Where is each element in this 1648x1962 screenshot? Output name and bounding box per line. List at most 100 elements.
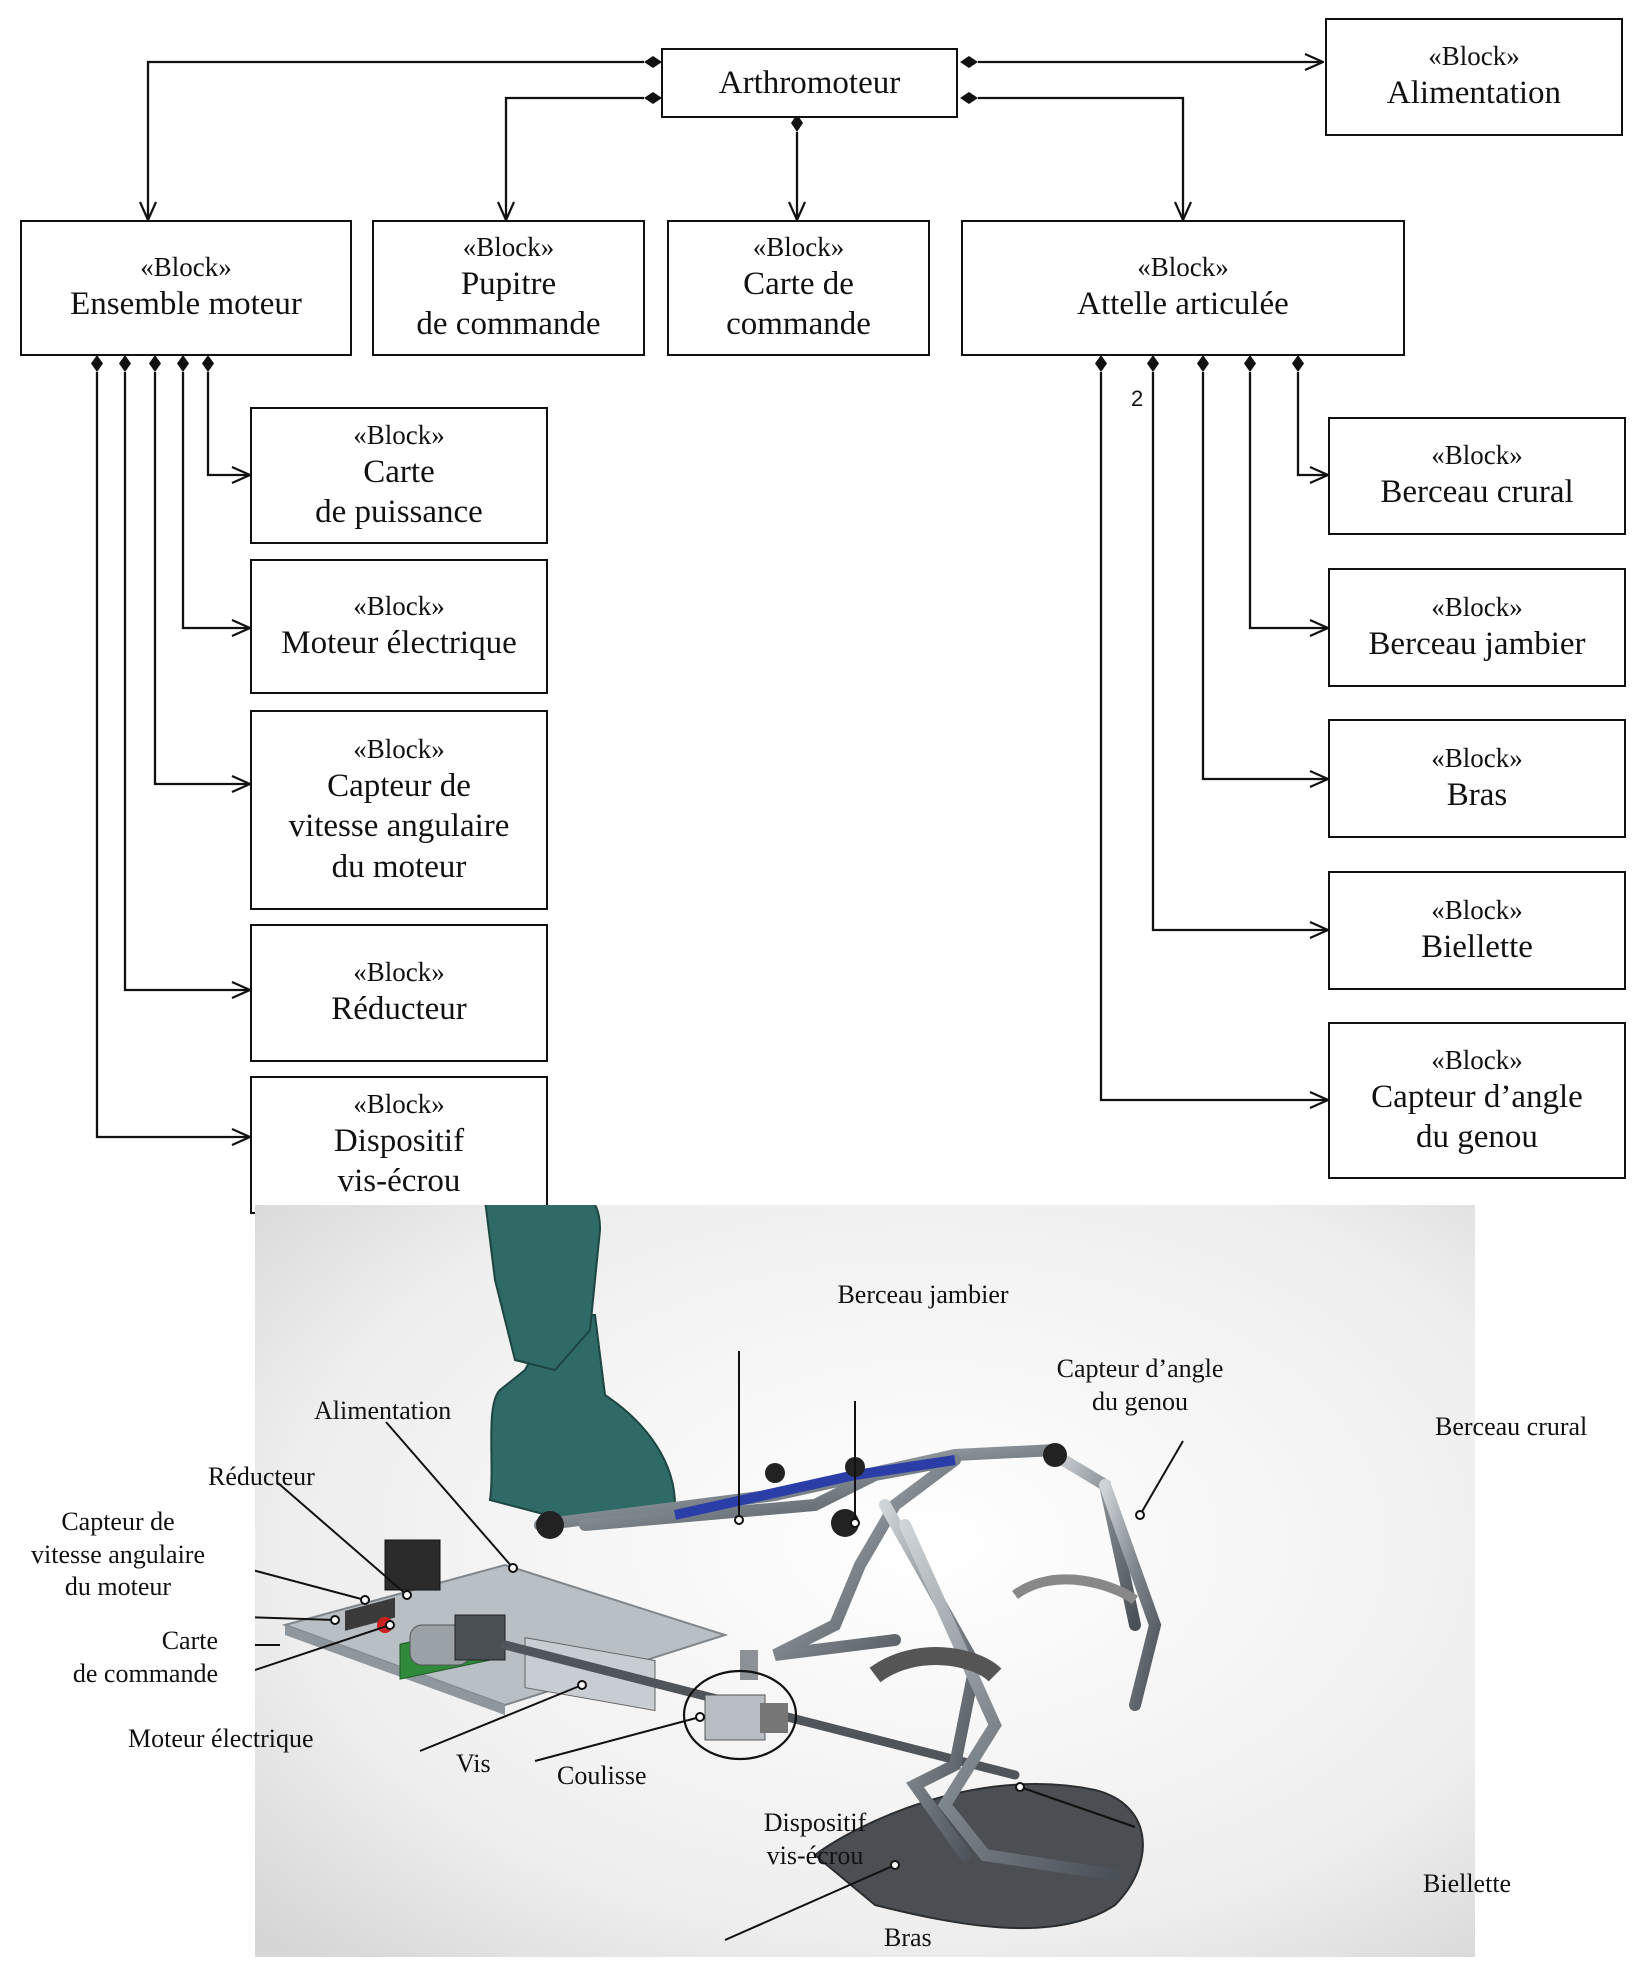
block-capteur-vitesse: «Block» Capteur de vitesse angulaire du …: [250, 710, 548, 910]
seat-upper: [484, 1205, 602, 1372]
pcb-control: [345, 1597, 395, 1631]
control-box: [384, 1539, 441, 1591]
block-biellette: «Block» Biellette: [1328, 871, 1626, 990]
link-em-reducteur: [123, 372, 250, 990]
label-biellette: Biellette: [1423, 1869, 1512, 1898]
diamond: [1197, 355, 1209, 372]
label-dispositif: Dispositif vis-écrou: [763, 1808, 867, 1870]
diamond: [1292, 355, 1304, 372]
block-arthromoteur: Arthromoteur: [661, 48, 958, 118]
stereotype-label: «Block»: [1431, 742, 1523, 773]
link-root-attelle: [978, 96, 1183, 220]
block-bras: «Block» Bras: [1328, 719, 1626, 838]
label-capteur-angle: Capteur d’angle du genou: [1056, 1354, 1224, 1416]
stereotype-label: «Block»: [140, 252, 232, 283]
link-at-bras: [1201, 372, 1328, 779]
label-reducteur: Réducteur: [208, 1462, 315, 1491]
block-name: Pupitre de commande: [416, 266, 601, 343]
diamond: [644, 56, 662, 68]
stereotype-label: «Block»: [1431, 894, 1523, 925]
diamond: [960, 56, 978, 68]
knobs: [536, 1443, 1067, 1539]
block-reducteur: «Block» Réducteur: [250, 924, 548, 1062]
block-attelle-articulee: «Block» Attelle articulée: [961, 220, 1405, 356]
diamond: [1095, 355, 1107, 372]
link-em-moteur: [181, 372, 250, 628]
thigh-strap: [1012, 1574, 1138, 1605]
block-alimentation: «Block» Alimentation: [1325, 18, 1623, 136]
block-name: Biellette: [1421, 928, 1533, 965]
multiplicity-label: 2: [1131, 386, 1144, 411]
label-coulisse: Coulisse: [557, 1761, 647, 1790]
link-em-dispositif: [95, 372, 250, 1137]
label-alimentation: Alimentation: [314, 1396, 452, 1425]
diamond: [644, 92, 662, 104]
stereotype-label: «Block»: [1428, 41, 1520, 72]
stereotype-label: «Block»: [1431, 1044, 1523, 1075]
block-name: Attelle articulée: [1077, 286, 1289, 323]
block-name: Capteur d’angle du genou: [1371, 1078, 1583, 1155]
block-name: Alimentation: [1386, 75, 1562, 112]
block-carte-commande: «Block» Carte de commande: [667, 220, 930, 356]
link-em-capteur: [153, 372, 250, 784]
block-name: Réducteur: [331, 991, 467, 1028]
diamond: [149, 355, 161, 372]
diamond: [119, 355, 131, 372]
label-berceau-crural: Berceau crural: [1435, 1412, 1588, 1441]
stereotype-label: «Block»: [353, 419, 445, 450]
slider-nut: [704, 1650, 788, 1741]
block-name: Carte de puissance: [315, 453, 483, 530]
block-pupitre: «Block» Pupitre de commande: [372, 220, 645, 356]
dispositif-highlight: [682, 1669, 798, 1761]
link-at-biellette: [1151, 372, 1328, 930]
label-carte-commande: Carte de commande: [72, 1626, 218, 1688]
link-root-pupitre: [506, 96, 644, 220]
link-at-capteur: [1099, 372, 1328, 1100]
label-vis: Vis: [456, 1749, 491, 1778]
block-name: Capteur de vitesse angulaire du moteur: [288, 768, 510, 885]
leader-lines: [255, 1351, 1184, 1941]
diamond: [960, 92, 978, 104]
block-carte-puissance: «Block» Carte de puissance: [250, 407, 548, 544]
block-name: Bras: [1446, 776, 1508, 813]
link-em-carte-puissance: [206, 372, 250, 475]
diamond: [91, 355, 103, 372]
stereotype-label: «Block»: [462, 232, 555, 263]
block-ensemble-moteur: «Block» Ensemble moteur: [20, 220, 352, 356]
block-name: Arthromoteur: [718, 64, 901, 101]
stereotype-label: «Block»: [1137, 252, 1229, 283]
block-name: Berceau crural: [1380, 474, 1574, 511]
block-name: Berceau jambier: [1368, 625, 1586, 662]
shin-strap: [869, 1647, 1002, 1683]
stereotype-label: «Block»: [353, 1089, 445, 1120]
block-dispositif-vis-ecrou: «Block» Dispositif vis-écrou: [250, 1076, 548, 1214]
block-name: Ensemble moteur: [70, 286, 302, 323]
block-berceau-jambier: «Block» Berceau jambier: [1328, 568, 1626, 687]
diamond: [1244, 355, 1256, 372]
label-capteur-vitesse: Capteur de vitesse angulaire du moteur: [31, 1507, 205, 1601]
block-name: Dispositif vis-écrou: [333, 1123, 465, 1200]
stereotype-label: «Block»: [752, 232, 845, 263]
arthromoteur-illustration: [255, 1205, 1475, 1957]
diamond: [202, 355, 214, 372]
block-berceau-crural: «Block» Berceau crural: [1328, 417, 1626, 535]
label-bras: Bras: [884, 1923, 932, 1952]
diamond: [177, 355, 189, 372]
block-name: Carte de commande: [726, 266, 871, 343]
label-moteur-electrique: Moteur électrique: [128, 1724, 314, 1753]
block-capteur-angle: «Block» Capteur d’angle du genou: [1328, 1022, 1626, 1179]
stereotype-label: «Block»: [353, 590, 445, 621]
link-at-jambier: [1248, 372, 1328, 628]
block-name: Moteur électrique: [281, 624, 517, 661]
diamond: [791, 114, 803, 132]
block-moteur-electrique: «Block» Moteur électrique: [250, 559, 548, 694]
diamond: [1147, 355, 1159, 372]
stereotype-label: «Block»: [353, 734, 445, 765]
seat-backrest: [488, 1314, 677, 1527]
link-root-ensemble: [148, 60, 644, 220]
link-at-crural: [1296, 372, 1328, 475]
label-berceau-jambier: Berceau jambier: [837, 1280, 1009, 1309]
stereotype-label: «Block»: [1431, 440, 1523, 471]
